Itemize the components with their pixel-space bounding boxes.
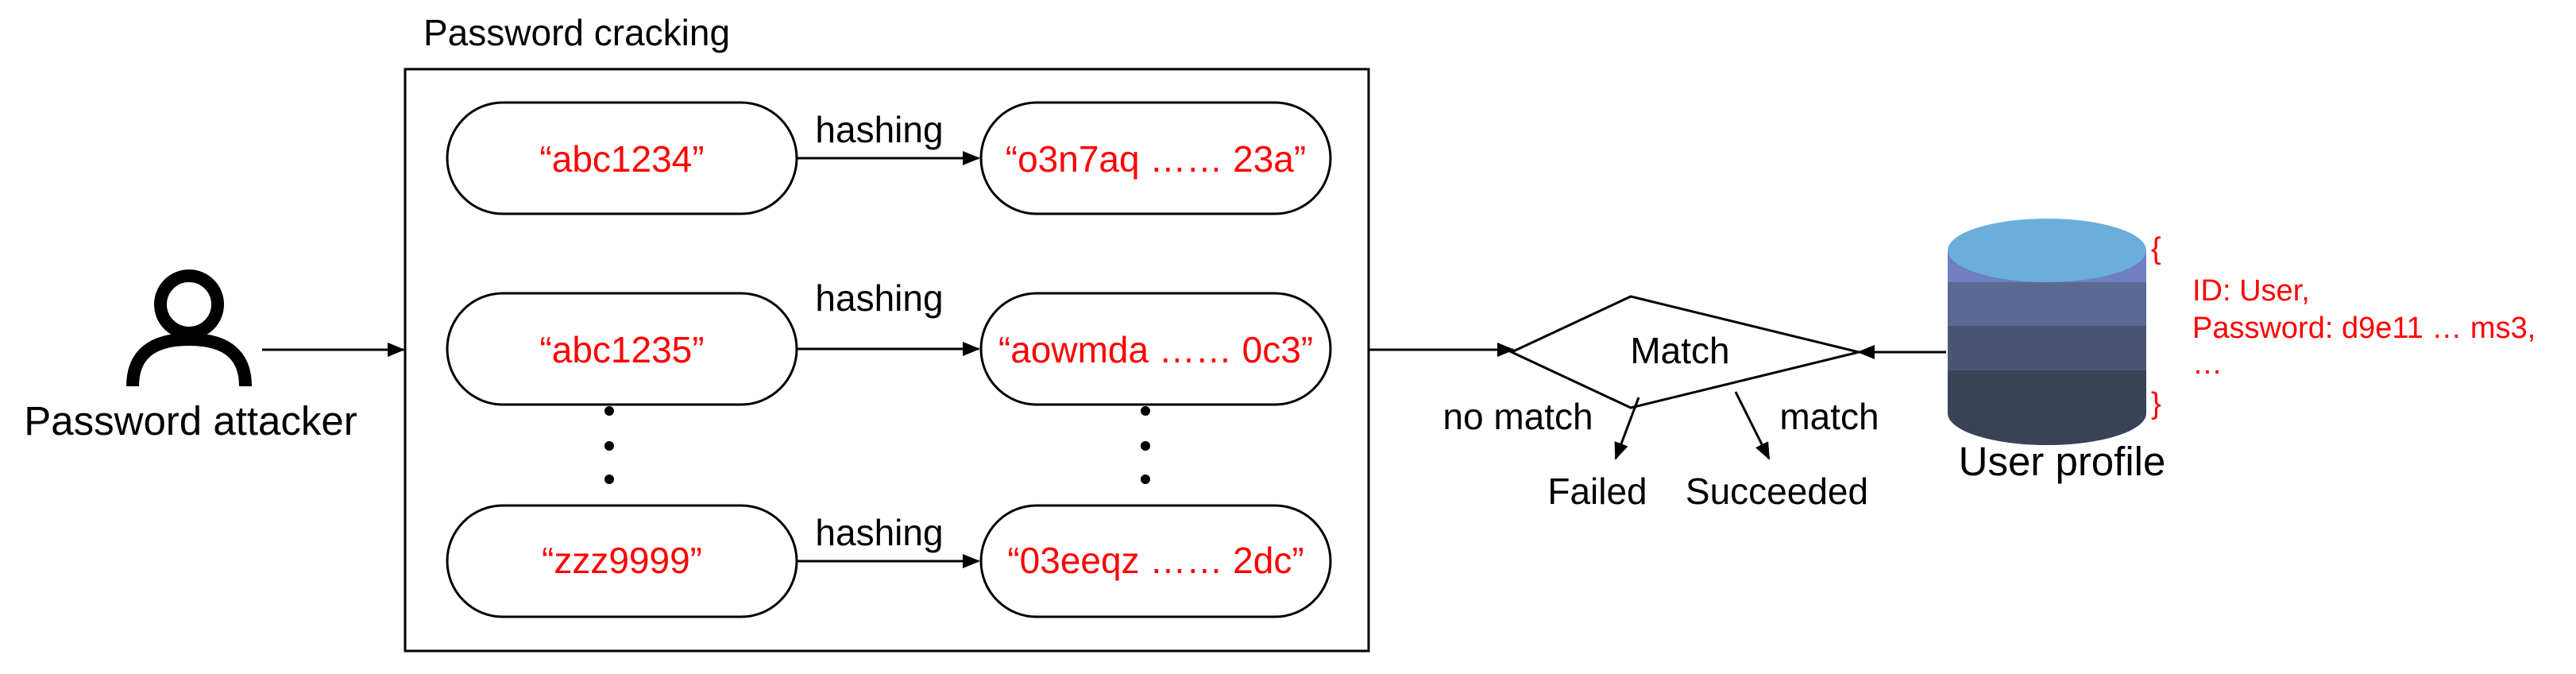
hash-node [979,504,1332,618]
succeeded-label: Succeeded [1686,471,1868,512]
hash-ellipsis [1141,406,1150,484]
hash-text: “03eeqz …… 2dc” [1007,540,1303,581]
hash-text: “o3n7aq …… 23a” [1006,138,1306,180]
password-cracking-box: Password cracking “abc1234” hashing “o3n… [404,12,1370,653]
record-line-password: Password: d9e11 … ms3, [2192,312,2535,345]
guess-text: “abc1234” [539,138,704,180]
no-match-arrow [1614,397,1640,460]
hashing-label: hashing [815,512,943,553]
db-layer-4 [1948,370,2146,445]
attacker-label: Password attacker [24,398,357,444]
db-top [1948,219,2146,282]
guess-text: “zzz9999” [542,540,702,581]
profile-record: { ID: User, Password: d9e11 … ms3, … } [2151,232,2535,420]
cracking-row: “abc1235” hashing “aowmda …… 0c3” [446,277,1332,406]
record-line-more: … [2192,347,2223,381]
user-profile-label: User profile [1959,439,2166,484]
record-line-id: ID: User, [2192,274,2310,308]
hash-node [979,292,1332,406]
failed-label: Failed [1547,471,1647,512]
hashing-label: hashing [815,109,943,150]
guess-ellipsis [604,406,614,484]
match-outcome-label: match [1779,396,1879,437]
match-decision: Match no match match Failed Succeeded [1442,295,1879,512]
database-icon [1948,219,2146,445]
no-match-label: no match [1442,396,1593,437]
db-layer-2 [1948,282,2146,326]
cracking-row: “zzz9999” hashing “03eeqz …… 2dc” [446,504,1332,618]
hash-node [979,101,1332,215]
hashing-label: hashing [815,277,943,319]
record-open-brace: { [2151,232,2161,265]
db-layer-3 [1948,326,2146,370]
match-arrow [1734,391,1771,460]
attacker-group: Password attacker [24,269,357,444]
guess-text: “abc1235” [539,329,704,370]
cracking-frame [404,68,1370,653]
person-icon [126,269,252,387]
cracking-row: “abc1234” hashing “o3n7aq …… 23a” [446,101,1332,215]
cracking-title: Password cracking [423,12,730,53]
record-close-brace: } [2151,387,2161,420]
user-profile-group: User profile { ID: User, Password: d9e11… [1948,219,2535,484]
hash-text: “aowmda …… 0c3” [998,329,1313,370]
match-label: Match [1630,330,1729,371]
